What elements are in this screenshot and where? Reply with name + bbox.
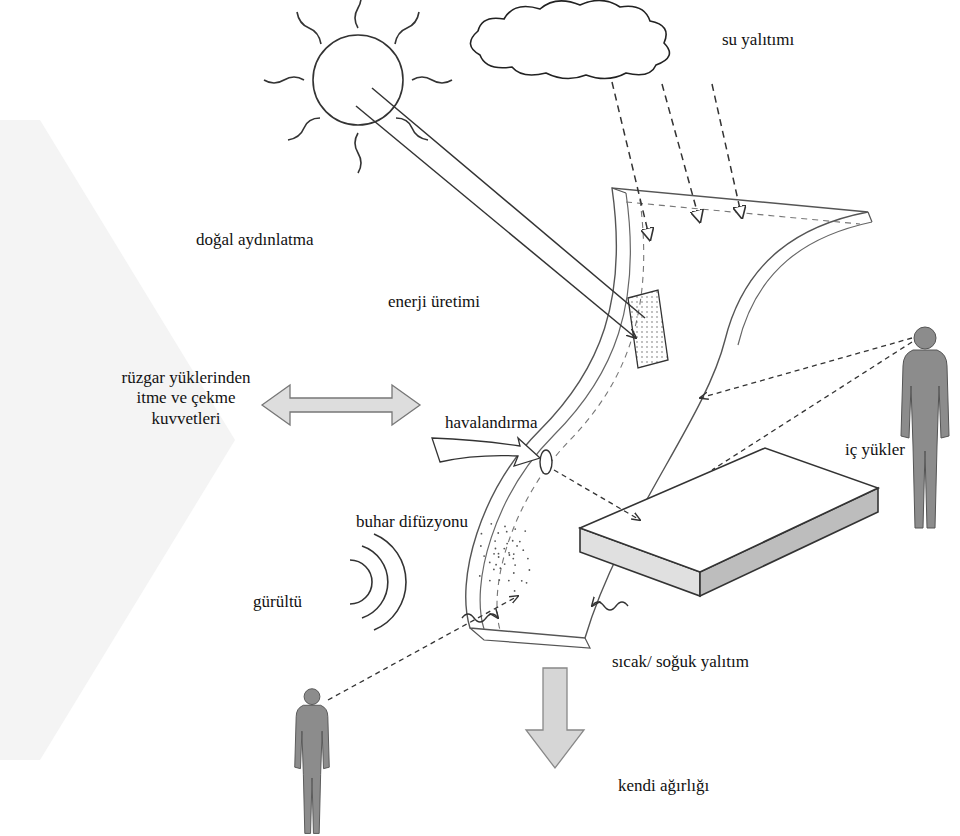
person-figure	[295, 689, 330, 834]
cloud-symbol	[470, 0, 669, 78]
vapor-dot	[503, 548, 505, 550]
vapor-dot	[504, 563, 506, 565]
vapor-dot	[504, 526, 506, 528]
vapor-dot	[494, 540, 496, 542]
vapor-dots	[479, 523, 530, 592]
vapor-dot	[498, 553, 500, 555]
annotation-label: su yalıtımı	[722, 30, 794, 50]
vapor-dot	[481, 533, 483, 535]
vapor-dot	[513, 553, 515, 555]
annotation-label: doğal aydınlatma	[196, 230, 314, 250]
annotation-label: kendi ağırlığı	[618, 776, 709, 796]
vapor-dot	[524, 530, 526, 532]
sun-beam	[356, 88, 645, 338]
vapor-dot	[521, 580, 523, 582]
annotation-label: enerji üretimi	[388, 292, 480, 312]
vapor-dot	[483, 555, 485, 557]
vapor-dot	[506, 543, 508, 545]
vapor-dot	[514, 564, 516, 566]
vapor-dot	[490, 523, 492, 525]
vapor-dot	[498, 556, 500, 558]
vapor-dot	[508, 552, 510, 554]
annotation-label: buhar difüzyonu	[356, 512, 468, 532]
label-text: kendi ağırlığı	[618, 776, 709, 795]
vapor-dot	[489, 562, 491, 564]
vapor-dot	[493, 553, 495, 555]
wind-arrow	[262, 385, 420, 425]
vapor-dot	[497, 532, 499, 534]
vapor-dot	[512, 540, 514, 542]
annotation-label: iç yükler	[845, 440, 905, 460]
heat-squiggles	[462, 602, 628, 622]
person-figure	[901, 327, 949, 528]
vapor-dot	[499, 567, 501, 569]
annotation-label: rüzgar yüklerinden itme ve çekme kuvvetl…	[112, 368, 260, 429]
label-text: su yalıtımı	[722, 30, 794, 49]
ventilation-opening	[540, 450, 552, 474]
vapor-dot	[516, 545, 518, 547]
watermark-band	[0, 120, 235, 760]
vapor-dot	[506, 531, 508, 533]
rain-arrows	[612, 82, 742, 240]
label-text: iç yükler	[845, 440, 905, 459]
vapor-dot	[493, 568, 495, 570]
annotation-label: sıcak/ soğuk yalıtım	[612, 652, 749, 672]
dashed-lines	[328, 338, 912, 700]
solar-panel	[628, 290, 668, 368]
vapor-dot	[528, 569, 530, 571]
vapor-dot	[509, 554, 511, 556]
vapor-dot	[480, 545, 482, 547]
weight-arrow	[526, 668, 584, 768]
noise-arcs	[350, 534, 406, 630]
vapor-dot	[522, 549, 524, 551]
label-text: havalandırma	[445, 413, 538, 432]
ventilation-arrow	[432, 438, 540, 466]
label-text: doğal aydınlatma	[196, 230, 314, 249]
vapor-dot	[508, 580, 510, 582]
label-text: rüzgar yüklerinden itme ve çekme kuvvetl…	[122, 368, 251, 428]
vapor-dot	[512, 558, 514, 560]
label-text: enerji üretimi	[388, 292, 480, 311]
vapor-dot	[495, 548, 497, 550]
label-text: sıcak/ soğuk yalıtım	[612, 652, 749, 671]
vapor-dot	[513, 572, 515, 574]
vapor-dot	[527, 558, 529, 560]
floor-slab	[580, 448, 878, 596]
vapor-dot	[514, 528, 516, 530]
label-text: gürültü	[253, 592, 302, 611]
vapor-dot	[489, 580, 491, 582]
annotation-label: gürültü	[253, 592, 302, 612]
annotation-label: havalandırma	[445, 413, 538, 433]
vapor-dot	[479, 575, 481, 577]
vapor-dot	[498, 579, 500, 581]
vapor-dot	[514, 590, 516, 592]
vapor-dot	[526, 582, 528, 584]
vapor-dot	[519, 541, 521, 543]
sun-symbol	[264, 0, 452, 173]
vapor-dot	[495, 564, 497, 566]
label-text: buhar difüzyonu	[356, 512, 468, 531]
